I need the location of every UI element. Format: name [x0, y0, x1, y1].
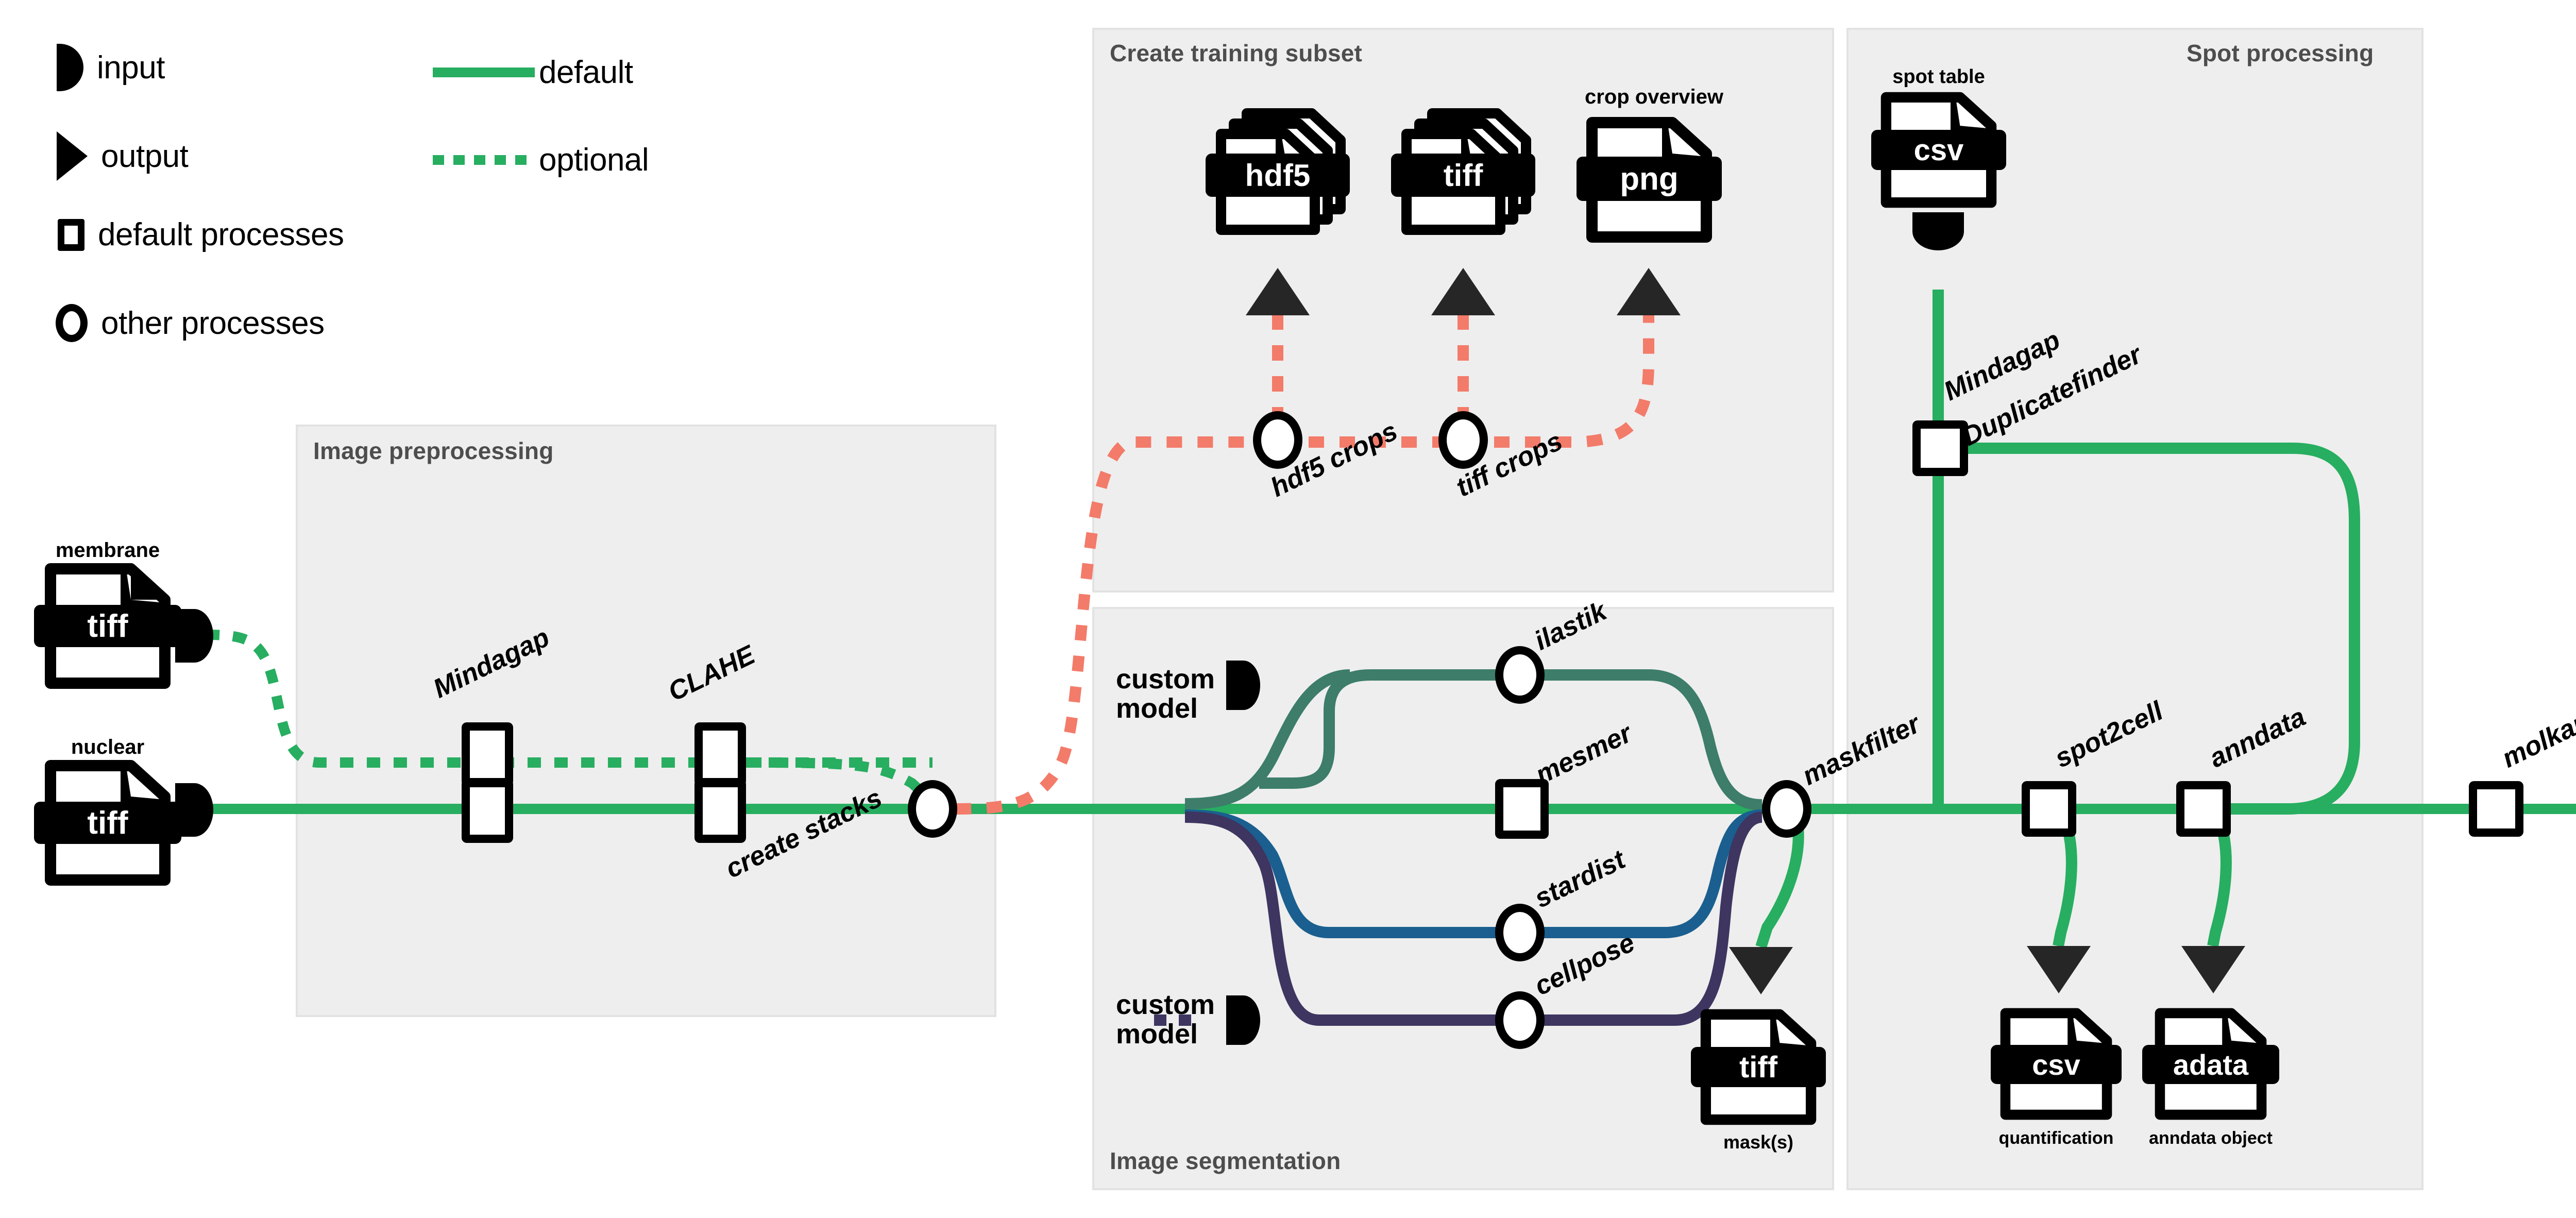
process-molkartqc[interactable]: [2469, 781, 2523, 837]
file-adata-icon: adata: [2142, 1007, 2279, 1121]
file-ext-badge: png: [1577, 157, 1722, 201]
process-hdf5-crops[interactable]: [1253, 411, 1302, 469]
file-tiff-icon-membrane: tiff: [34, 562, 181, 690]
output-arrow-crop-overview: [1617, 268, 1681, 315]
panel-title-spot-processing: Spot processing: [2187, 40, 2374, 66]
output-caption-masks: mask(s): [1723, 1131, 1794, 1153]
process-maskfilter[interactable]: [1762, 780, 1811, 838]
input-shape-icon: [57, 44, 83, 91]
solid-line-icon: [433, 67, 535, 77]
input-label-custom-model-bottom: custom model: [1116, 990, 1215, 1048]
input-plug-spot-table: [1912, 212, 1964, 250]
input-caption-nuclear: nuclear: [71, 736, 145, 758]
output-arrow-tiff-crops: [1431, 268, 1495, 315]
custom-model-line2: model: [1116, 1018, 1198, 1050]
process-tiff-crops[interactable]: [1438, 411, 1488, 469]
input-plug-custom-model-bottom: [1226, 995, 1260, 1045]
legend-label-output: output: [101, 138, 189, 174]
input-plug-membrane: [175, 609, 213, 663]
process-create-stacks[interactable]: [908, 780, 957, 838]
output-arrow-masks: [1729, 947, 1793, 994]
file-ext-badge: csv: [1871, 130, 2006, 170]
file-csv-icon-spot-table: csv: [1871, 91, 2006, 209]
panel-image-preprocessing: [296, 425, 996, 1017]
legend-label-default-processes: default processes: [98, 217, 344, 252]
output-caption-anndata-object: anndata object: [2149, 1128, 2273, 1148]
file-tiff-icon-masks: tiff: [1691, 1008, 1826, 1126]
legend-item-input: input: [57, 44, 165, 91]
process-clahe-nuclear[interactable]: [694, 779, 746, 843]
file-ext-badge: tiff: [34, 802, 181, 844]
circle-node-icon: [56, 304, 88, 342]
process-mesmer[interactable]: [1495, 779, 1549, 839]
file-ext-badge: tiff: [1391, 154, 1535, 197]
legend-label-other-processes: other processes: [101, 305, 325, 341]
legend-item-default-line: default: [433, 54, 633, 91]
legend-label-input: input: [97, 49, 165, 86]
file-png-icon: png: [1577, 115, 1722, 244]
output-caption-crop-overview: crop overview: [1585, 86, 1724, 108]
input-plug-nuclear: [175, 783, 213, 837]
process-mindagap-nuclear[interactable]: [462, 779, 513, 843]
process-anndata[interactable]: [2176, 781, 2231, 837]
legend-item-other-processes: other processes: [56, 304, 325, 342]
legend-label-optional-line: optional: [539, 142, 649, 178]
output-arrow-quantification: [2027, 946, 2091, 993]
process-stardist[interactable]: [1495, 904, 1545, 961]
custom-model-line1: custom: [1116, 664, 1215, 695]
legend-item-default-processes: default processes: [58, 216, 344, 253]
process-label-molkartqc: molkartqc: [2497, 690, 2576, 774]
output-arrow-anndata-object: [2181, 946, 2245, 993]
legend-item-optional-line: optional: [433, 142, 649, 178]
process-ilastik[interactable]: [1495, 646, 1545, 704]
file-stack-hdf5-icon: hdf5: [1206, 106, 1350, 235]
output-arrow-icon: [57, 131, 88, 181]
square-node-icon: [58, 218, 84, 251]
file-csv-icon-quantification: csv: [1991, 1007, 2122, 1121]
panel-title-image-preprocessing: Image preprocessing: [313, 437, 554, 464]
custom-model-line1: custom: [1116, 989, 1215, 1020]
file-ext-badge: adata: [2142, 1045, 2279, 1084]
file-tiff-icon-nuclear: tiff: [34, 758, 181, 887]
legend-item-output: output: [57, 131, 189, 181]
process-mindagap-membrane[interactable]: [462, 722, 513, 786]
legend-label-default-line: default: [539, 55, 633, 90]
dotted-line-icon: [433, 155, 535, 165]
file-stack-tiff-icon: tiff: [1391, 106, 1535, 235]
legend: input output default processes other pro…: [0, 0, 876, 381]
file-ext-badge: tiff: [34, 605, 181, 647]
file-ext-badge: hdf5: [1206, 154, 1350, 197]
process-mindagap-duplicatefinder[interactable]: [1912, 420, 1968, 476]
output-arrow-hdf5: [1246, 268, 1310, 315]
custom-model-line2: model: [1116, 692, 1198, 724]
input-caption-spot-table: spot table: [1892, 66, 1985, 88]
process-spot2cell[interactable]: [2022, 781, 2076, 837]
panel-title-create-training-subset: Create training subset: [1110, 40, 1363, 66]
process-cellpose[interactable]: [1495, 991, 1545, 1049]
file-ext-badge: tiff: [1691, 1047, 1826, 1087]
input-caption-membrane: membrane: [55, 539, 160, 562]
output-caption-quantification: quantification: [1998, 1128, 2114, 1148]
input-plug-custom-model-top: [1226, 661, 1260, 710]
input-label-custom-model-top: custom model: [1116, 665, 1215, 723]
panel-title-image-segmentation: Image segmentation: [1110, 1147, 1341, 1174]
file-ext-badge: csv: [1991, 1045, 2122, 1084]
process-clahe-membrane[interactable]: [694, 722, 746, 786]
